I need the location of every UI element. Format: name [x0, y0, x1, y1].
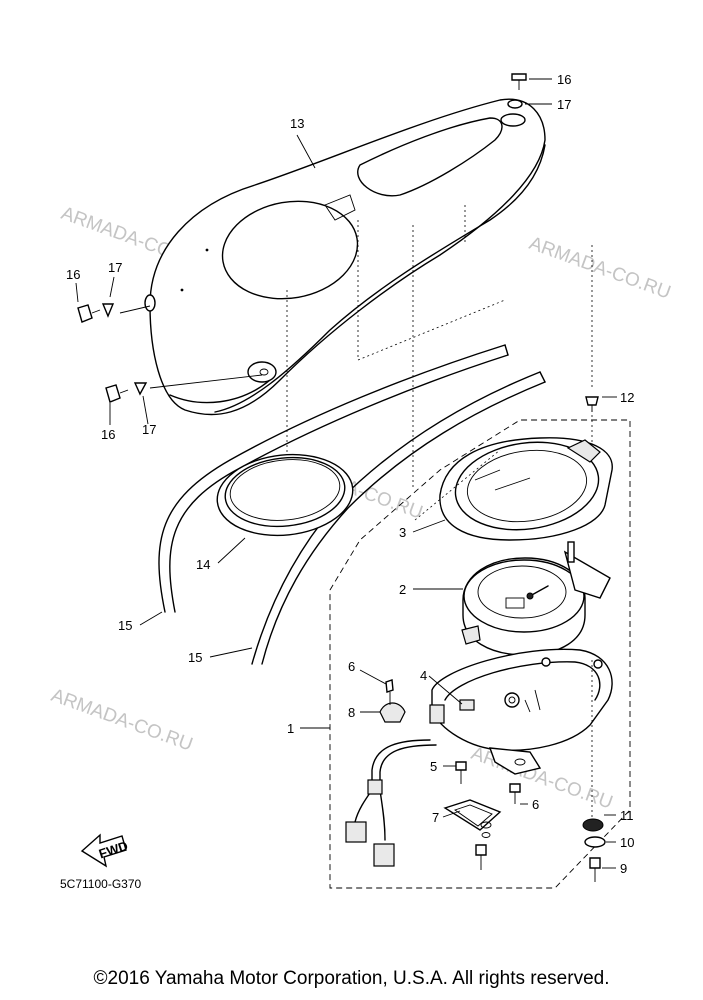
callout-9: 9	[620, 861, 627, 876]
callout-4: 4	[420, 668, 427, 683]
watermark: ARMADA-CO.RU	[48, 685, 195, 756]
callout-17-left: 17	[108, 260, 122, 275]
callout-16-left: 16	[66, 267, 80, 282]
watermark: ARMADA-CO.RU	[526, 233, 673, 304]
callout-10: 10	[620, 835, 634, 850]
lens-ring	[216, 453, 354, 537]
callout-14: 14	[196, 557, 210, 572]
callout-17-top: 17	[557, 97, 571, 112]
meter-cover	[144, 98, 546, 416]
hardware-bottom	[443, 761, 521, 870]
callout-16-lower: 16	[101, 427, 115, 442]
wiring-harness	[345, 739, 437, 867]
callout-16-top: 16	[557, 72, 571, 87]
callout-6-top: 6	[348, 659, 355, 674]
grommet-stack	[582, 396, 606, 882]
meter-unit	[461, 541, 611, 656]
callout-17-lower: 17	[142, 422, 156, 437]
meter-case-lower	[429, 648, 613, 775]
construction-lines	[119, 205, 593, 818]
fwd-arrow-icon: FWD	[80, 833, 130, 868]
copyright-notice: ©2016 Yamaha Motor Corporation, U.S.A. A…	[93, 968, 610, 989]
callout-11: 11	[620, 808, 634, 823]
callout-3: 3	[399, 525, 406, 540]
fwd-label: FWD	[97, 838, 130, 861]
callout-5: 5	[430, 759, 437, 774]
callouts: 16 17 13 16 17 16 17 12 3 2 14 15 15 6 4…	[66, 72, 634, 876]
callout-7: 7	[432, 810, 439, 825]
callout-6-bottom: 6	[532, 797, 539, 812]
diagram-code: 5C71100-G370	[60, 877, 141, 891]
assembly-boundary	[329, 419, 631, 889]
callout-8: 8	[348, 705, 355, 720]
clamp	[379, 679, 406, 723]
watermark: ARMADA-CO.RU	[468, 743, 615, 814]
callout-12: 12	[620, 390, 634, 405]
callout-1: 1	[287, 721, 294, 736]
fasteners-top	[77, 73, 527, 403]
leader-lines	[75, 78, 617, 869]
callout-15-right: 15	[188, 650, 202, 665]
callout-15-left: 15	[118, 618, 132, 633]
callout-13: 13	[290, 116, 304, 131]
callout-2: 2	[399, 582, 406, 597]
meter-case-upper	[439, 437, 613, 541]
